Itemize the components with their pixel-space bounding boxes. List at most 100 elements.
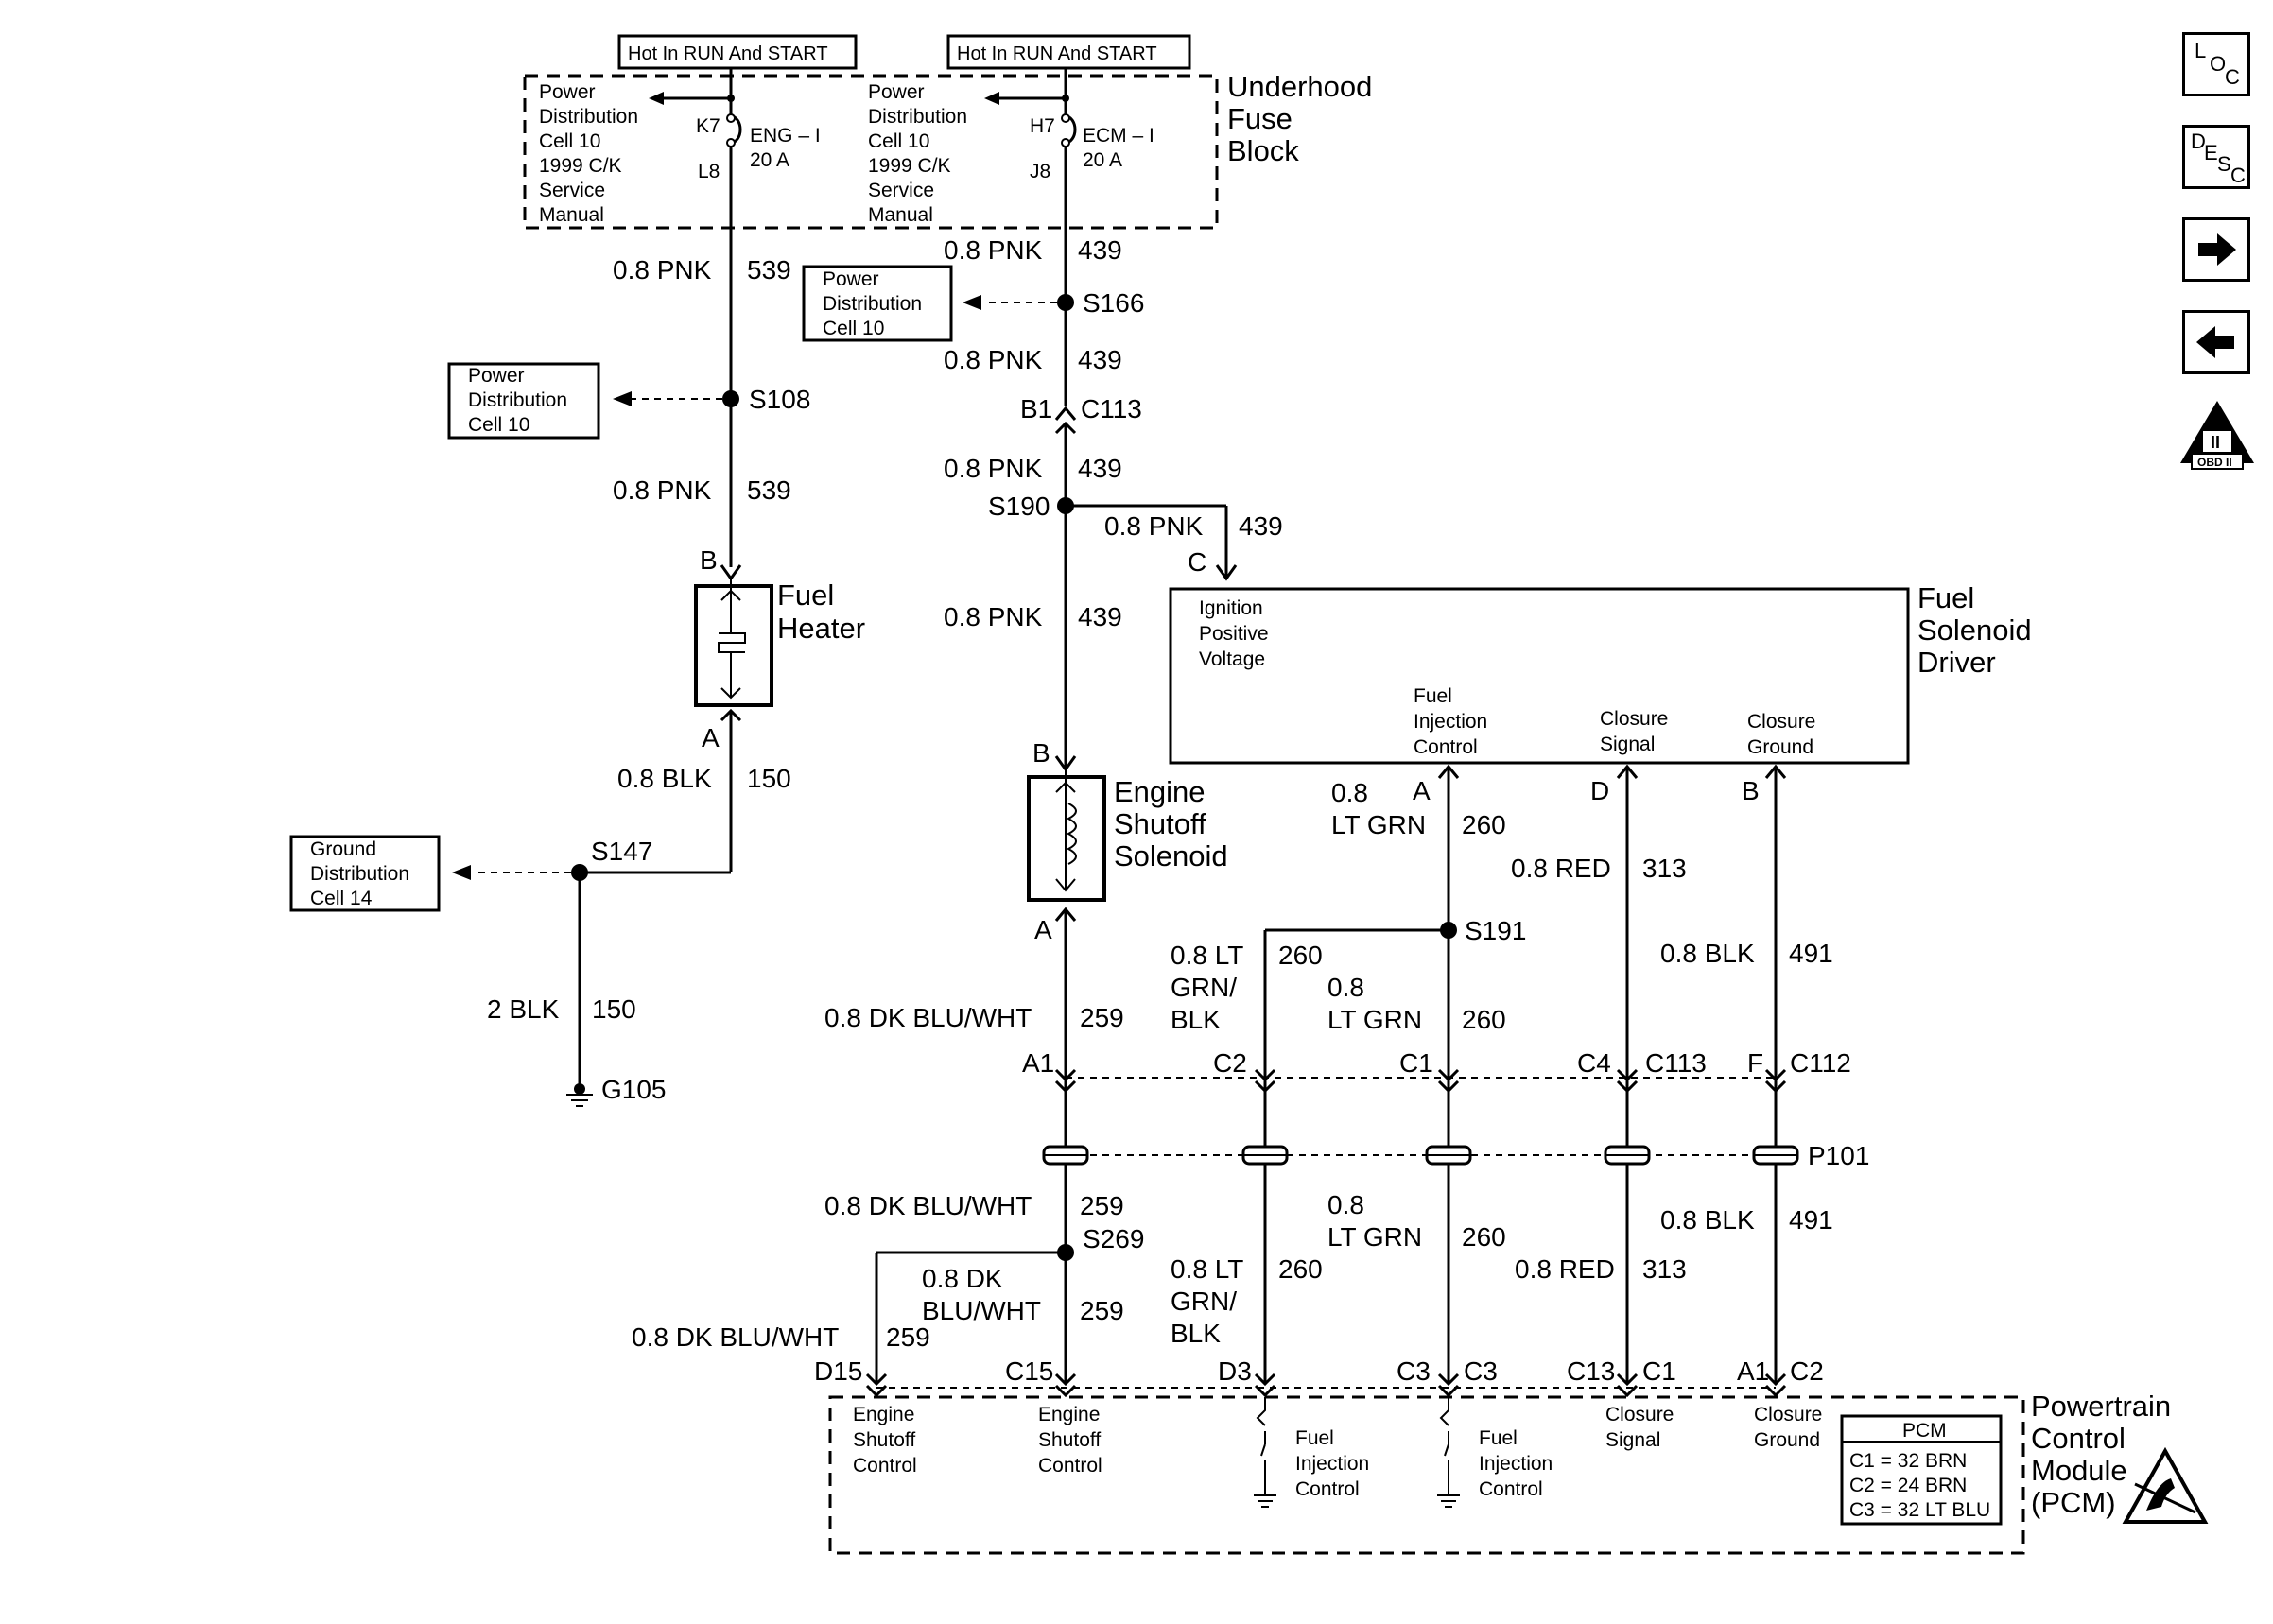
wire-259b-circuit: 259	[1080, 1191, 1124, 1220]
svg-text:1999 C/K: 1999 C/K	[868, 155, 951, 177]
wire-260b-size-1: 0.8 LT	[1171, 941, 1243, 970]
wire-260a-size-1: 0.8	[1331, 778, 1368, 807]
shutoff-title-3: Solenoid	[1114, 839, 1228, 872]
pcm-title-4: (PCM)	[2031, 1486, 2116, 1519]
arrow-left-icon	[984, 92, 999, 105]
pcm-pin-c3b: C3	[1464, 1356, 1498, 1386]
fuse-left-bottom-pin: L8	[698, 161, 720, 182]
fuel-heater-title-1: Fuel	[777, 579, 834, 612]
driver-title-1: Fuel	[1917, 581, 1974, 614]
previous-page-button[interactable]	[2182, 310, 2250, 374]
c113-pin-c4: C4	[1577, 1048, 1611, 1078]
fuse-left-reference: Power Distribution Cell 10 1999 C/K Serv…	[539, 81, 638, 226]
connector-chevron-icon	[1054, 406, 1077, 421]
fuse-right-top-pin: H7	[1030, 115, 1055, 137]
fuse-right-rating: 20 A	[1083, 149, 1122, 171]
driver-title-2: Solenoid	[1917, 613, 2032, 647]
driver-cs-2: Signal	[1600, 734, 1655, 755]
pcm-title-1: Powertrain	[2031, 1390, 2171, 1423]
ground-icon	[566, 1094, 593, 1107]
shutoff-pin-a: A	[1034, 915, 1052, 944]
wire-150b-size: 2 BLK	[487, 994, 560, 1024]
pcm-fic1-3: Control	[1295, 1478, 1360, 1500]
driver-pin-d: D	[1590, 776, 1609, 805]
c113-top-name: C113	[1081, 394, 1142, 423]
fuse-block-title-3: Block	[1227, 134, 1299, 167]
connector-chevron-icon	[1215, 564, 1238, 581]
driver-cs-1: Closure	[1600, 708, 1668, 730]
wire-539b-size: 0.8 PNK	[613, 475, 712, 505]
pcm-legend-title: PCM	[1902, 1420, 1947, 1442]
fuel-heater-pin-a: A	[702, 723, 720, 752]
wire-491a-size: 0.8 BLK	[1660, 939, 1755, 968]
arrow-left-icon	[2196, 326, 2234, 358]
driver-pin-a: A	[1413, 776, 1431, 805]
obd-ii-mark: II	[2211, 433, 2220, 452]
svg-text:Service: Service	[539, 180, 605, 201]
connector-chevron-icon	[720, 564, 742, 581]
desc-letter-e: E	[2204, 141, 2218, 164]
arrow-right-icon	[2198, 233, 2236, 266]
svg-text:Cell 10: Cell 10	[868, 130, 929, 152]
wire-260b-circuit: 260	[1278, 941, 1323, 970]
pcm-pin-d3: D3	[1218, 1356, 1252, 1386]
splice-s166-label: S166	[1083, 288, 1144, 318]
loc-letter-l: L	[2195, 39, 2207, 62]
fuse-block-title-1: Underhood	[1227, 70, 1372, 103]
location-view-button[interactable]: L O C	[2182, 32, 2250, 96]
c113-pin-a1: A1	[1022, 1048, 1054, 1078]
fuel-injection-circuit: A 0.8 LT GRN 260 S191 0.8 LT GRN/ BLK 26…	[1171, 764, 1526, 1382]
svg-text:Power: Power	[539, 81, 596, 103]
shutoff-title-1: Engine	[1114, 775, 1206, 808]
pcm-legend-row-2: C2 = 24 BRN	[1849, 1475, 1967, 1496]
c112-name: C112	[1790, 1048, 1851, 1078]
pcm-cg-1: Closure	[1754, 1404, 1822, 1425]
wire-313a-circuit: 313	[1642, 854, 1687, 883]
loc-letter-o: O	[2210, 52, 2227, 76]
shutoff-pin-b: B	[1032, 738, 1050, 768]
wire-439d-circuit: 439	[1239, 511, 1283, 541]
grommet-icon	[1042, 1145, 1799, 1166]
obd-ii-button[interactable]: II OBD II	[2177, 397, 2258, 471]
splice-s269-label: S269	[1083, 1224, 1144, 1253]
c113-connector-row: A1 C2 C1 C4 C113 F C112	[1022, 1048, 1851, 1094]
pcm-legend: PCM C1 = 32 BRN C2 = 24 BRN C3 = 32 LT B…	[1840, 1414, 2003, 1526]
pcm-fic2-3: Control	[1479, 1478, 1543, 1500]
esd-warning-icon	[2122, 1446, 2209, 1524]
wire-150b-circuit: 150	[592, 994, 636, 1024]
closure-ground-circuit: B 0.8 BLK 491 0.8 BLK 491	[1660, 764, 1833, 1382]
pcm-title-3: Module	[2031, 1454, 2127, 1487]
ref-s166-line-3: Cell 10	[823, 318, 884, 339]
wire-260e-circuit: 260	[1462, 1222, 1506, 1252]
description-view-button[interactable]: D E S C	[2182, 125, 2250, 189]
wire-260c-size-2: LT GRN	[1327, 1005, 1422, 1034]
ref-s166-line-1: Power	[823, 268, 879, 290]
driver-ign-2: Positive	[1199, 623, 1269, 645]
solenoid-coil-icon	[1066, 803, 1077, 865]
wire-439e-circuit: 439	[1078, 602, 1122, 631]
wire-259a-circuit: 259	[1080, 1003, 1124, 1032]
ref-s108-line-2: Distribution	[468, 389, 567, 411]
p101-label: P101	[1808, 1141, 1869, 1170]
fuel-heater-circuit: 0.8 PNK 539 S108 Power Distribution Cell…	[289, 228, 865, 1107]
ref-s147-box	[289, 835, 441, 912]
pcm-esc2-2: Shutoff	[1038, 1429, 1101, 1451]
wire-259d-circuit: 259	[886, 1322, 930, 1352]
pcm-pin-c2: C2	[1790, 1356, 1824, 1386]
driver-cg-2: Ground	[1747, 736, 1813, 758]
pcm-esc1-3: Control	[853, 1455, 917, 1477]
wire-150a-circuit: 150	[747, 764, 791, 793]
shutoff-solenoid-circuit: 0.8 PNK 439 S166 Power Distribution Cell…	[632, 228, 1283, 1382]
wire-150a-size: 0.8 BLK	[617, 764, 712, 793]
c113-row-name: C113	[1645, 1048, 1707, 1078]
next-page-button[interactable]	[2182, 217, 2250, 282]
wire-313b-circuit: 313	[1642, 1254, 1687, 1284]
arrow-left-icon	[613, 391, 632, 406]
fuse-left-name: ENG – I	[750, 125, 821, 147]
ref-s147-line-3: Cell 14	[310, 888, 373, 909]
c113-pin-c2: C2	[1213, 1048, 1247, 1078]
arrow-left-icon	[452, 865, 471, 880]
svg-text:Distribution: Distribution	[539, 106, 638, 128]
arrow-left-icon	[963, 295, 981, 310]
